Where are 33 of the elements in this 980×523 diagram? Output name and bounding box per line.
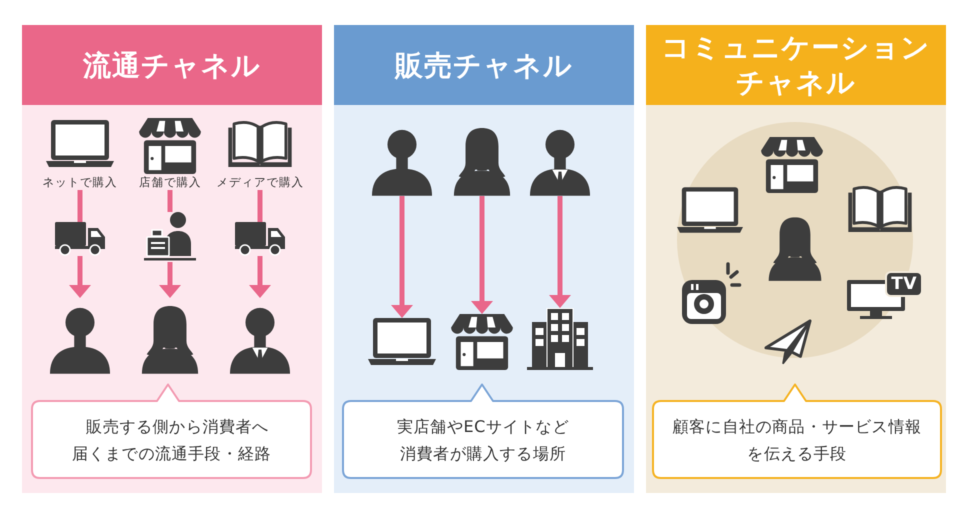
arrow: [249, 256, 271, 298]
callout-text: 販売する側から消費者へ届くまでの流通手段・経路: [70, 416, 272, 465]
connector-line: [258, 190, 262, 222]
panel-title: 流通チャネル: [83, 48, 261, 82]
arrow: [69, 256, 91, 298]
connector-line: [78, 190, 82, 222]
tv-label: TV: [887, 273, 921, 295]
arrow: [159, 262, 181, 298]
truck-icon: [235, 222, 285, 256]
channel-panel: [646, 25, 946, 493]
truck-icon: [55, 222, 105, 256]
arrow: [549, 196, 571, 308]
icon-caption: ネットで購入: [42, 175, 118, 190]
store-icon: [761, 137, 823, 193]
panel-title: コミュニケーションチャネル: [660, 30, 932, 100]
connector-line: [168, 190, 172, 212]
store-icon: [451, 314, 513, 370]
laptop-icon: [677, 187, 743, 233]
building-icon: [527, 308, 593, 370]
icon-caption: メディアで購入: [216, 175, 304, 190]
book-icon: [848, 185, 912, 233]
laptop-icon: [368, 318, 436, 365]
cashier-icon: [144, 212, 196, 262]
paper-plane-icon: [763, 318, 813, 366]
callout-text: 顧客に自社の商品・サービス情報を伝える手段: [672, 416, 922, 465]
icon-caption: 店舗で購入: [138, 175, 202, 190]
arrow: [471, 196, 493, 314]
channel-panel: [22, 25, 322, 493]
arrow: [391, 196, 413, 318]
panel-title: 販売チャネル: [395, 48, 573, 82]
channel-panel: [334, 25, 634, 493]
callout-text: 実店舗やECサイトなど消費者が購入する場所: [396, 416, 570, 465]
camera-icon: [680, 262, 742, 326]
